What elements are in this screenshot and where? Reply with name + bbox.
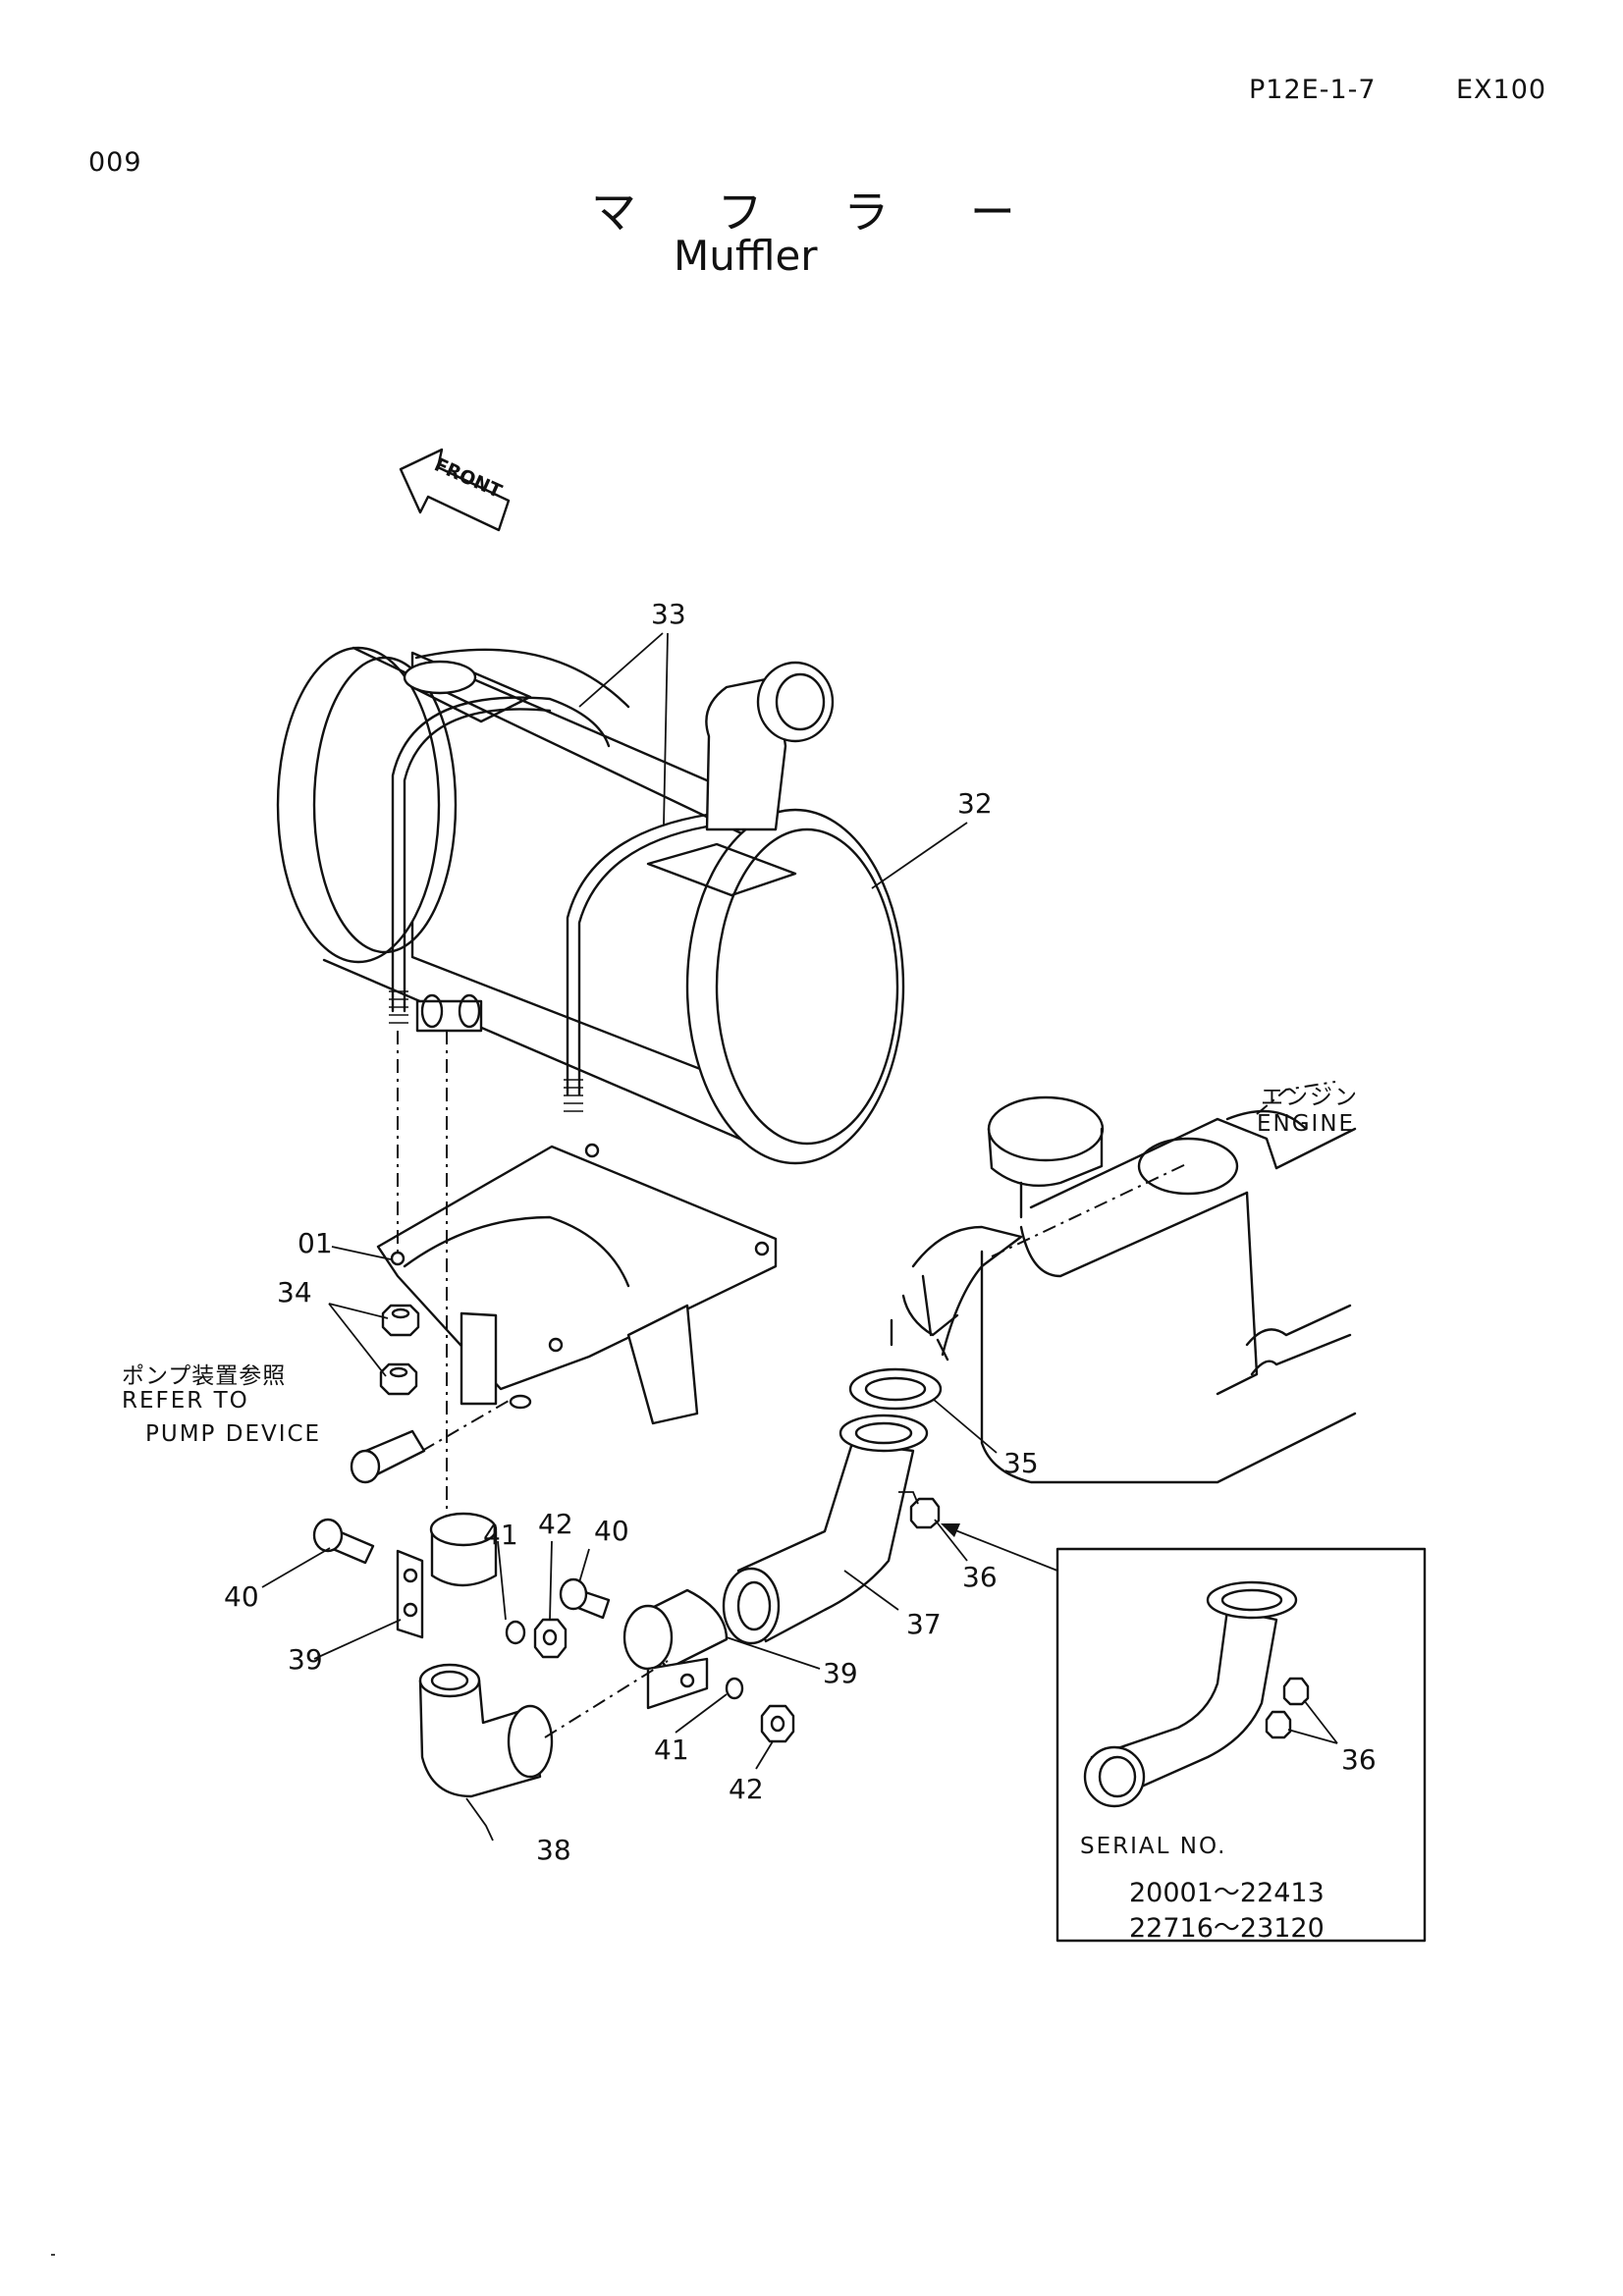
centerline-4 [545, 1661, 668, 1737]
refer-note-line2: PUMP DEVICE [145, 1421, 322, 1447]
bolt-40-right [561, 1579, 609, 1618]
refer-note-line1: REFER TO [122, 1388, 249, 1414]
muffler-body [278, 648, 903, 1163]
callout-37: 37 [906, 1608, 942, 1640]
centerline-3 [422, 1394, 520, 1451]
serial-range-1: 20001～22413 [1129, 1878, 1325, 1908]
page-number: 009 [88, 147, 142, 178]
page-code: P12E-1-7 [1249, 75, 1377, 105]
callout-36-inset: 36 [1341, 1743, 1377, 1776]
serial-range-2: 22716～23120 [1129, 1913, 1325, 1944]
callout-36: 36 [962, 1561, 998, 1593]
model-name: EX100 [1456, 75, 1547, 105]
callout-41-right: 41 [654, 1734, 689, 1766]
callout-34: 34 [277, 1276, 312, 1308]
callout-42-left: 42 [538, 1508, 573, 1540]
bolt-40-left [314, 1520, 373, 1563]
title-japanese: マ フ ラ ー [591, 186, 1049, 239]
callout-38: 38 [536, 1834, 571, 1866]
stud-line [898, 1492, 918, 1504]
engine-label-english: ENGINE [1257, 1111, 1356, 1137]
callout-39-right: 39 [823, 1657, 858, 1689]
gasket-35 [850, 1369, 941, 1409]
exhaust-pipe-37 [724, 1415, 927, 1643]
nut-42-right [762, 1706, 793, 1741]
title-english: Muffler [674, 232, 818, 280]
lock-washer-41-left [507, 1622, 524, 1643]
clamp-bracket-39-left [398, 1514, 496, 1637]
nut-36 [911, 1499, 939, 1527]
elbow-pipe-38 [420, 1665, 552, 1796]
inset-pointer [941, 1523, 1057, 1571]
callout-01: 01 [298, 1227, 333, 1259]
callout-40-right: 40 [594, 1515, 629, 1547]
front-arrow-icon: FRONT [401, 450, 509, 530]
serial-label: SERIAL NO. [1080, 1834, 1227, 1859]
callout-leaders [262, 633, 997, 1841]
callout-35: 35 [1003, 1447, 1039, 1479]
pump-device-bolt [352, 1431, 424, 1482]
clamp-bracket-39-right [624, 1590, 727, 1708]
lock-washer-41-right [727, 1679, 742, 1698]
callout-33: 33 [651, 598, 686, 630]
callout-41-left: 41 [483, 1519, 518, 1551]
serial-inset-box [1057, 1549, 1425, 1941]
engine-label-japanese: エンジン [1261, 1085, 1359, 1110]
callout-32: 32 [957, 787, 993, 820]
callout-42-right: 42 [729, 1773, 764, 1805]
callout-40-left: 40 [224, 1580, 259, 1613]
nut-42-left [535, 1620, 566, 1657]
muffler-bracket [378, 1145, 776, 1423]
callout-39-left: 39 [288, 1643, 323, 1676]
refer-note-japanese: ポンプ装置参照 [122, 1363, 287, 1389]
engine-outline [892, 1082, 1355, 1482]
nut-34 [381, 1306, 418, 1394]
